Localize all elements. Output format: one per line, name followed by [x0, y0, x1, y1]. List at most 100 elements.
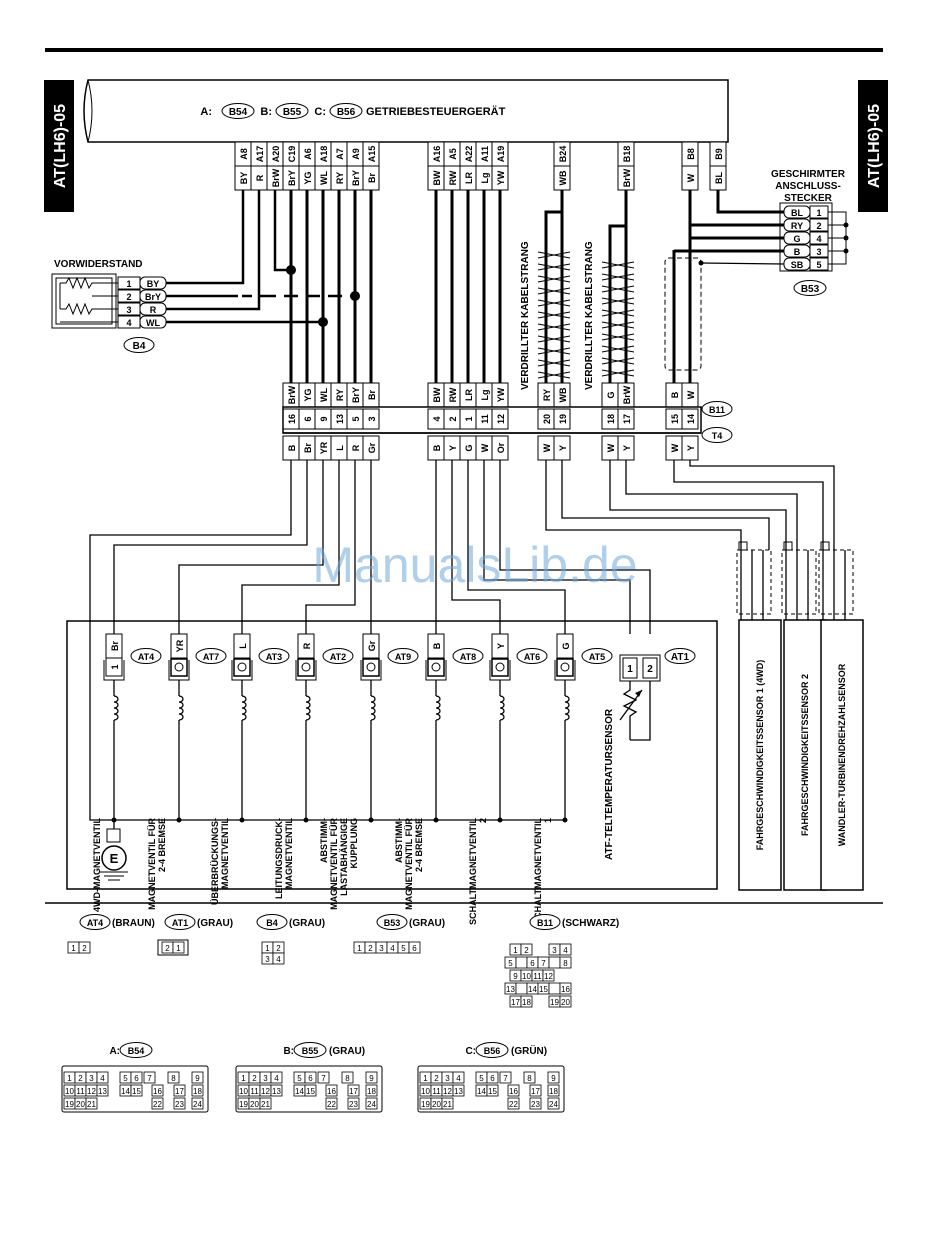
svg-text:B4: B4: [133, 341, 146, 352]
t4-wire-color: R: [351, 444, 361, 451]
t4-wire-cell: [362, 435, 380, 461]
wire: [625, 460, 798, 550]
twist-mark: [601, 333, 635, 341]
sensor-label: FAHRGESCHWINDIGKEITSSENSOR 1 (4WD): [755, 660, 765, 851]
pin-label: 2: [82, 944, 87, 953]
b53-wire-color: B: [794, 247, 801, 257]
wire: [241, 460, 340, 634]
ecu-face-desc: (GRÜN): [511, 1044, 547, 1057]
top-rule: [45, 48, 883, 52]
pin-label: 5: [479, 1074, 484, 1083]
pin-label: 14: [528, 985, 537, 994]
legend-desc: (GRAU): [289, 918, 325, 929]
ecu-face-prefix: C:: [465, 1046, 476, 1057]
pin-label: 19: [550, 998, 559, 1007]
b53-pin-number: 2: [816, 221, 821, 231]
pin-label: 3: [265, 955, 270, 964]
ecu-face-cell: [507, 1097, 520, 1110]
solenoid-tag-oval: [581, 648, 613, 664]
solenoid-plug-pin: [495, 662, 505, 672]
t4-wire-color: Gr: [367, 442, 377, 453]
atf-sensor: 1 2 AT1 ATF-TELTEMPERATURSENSOR: [604, 648, 696, 860]
pin-label: 22: [327, 1100, 336, 1109]
solenoid-plug-pin: [237, 662, 247, 672]
b11-connector-strip: BrW16YG6WL9RY13BrY5Br3BW4RW2LR1Lg11YW12R…: [282, 382, 733, 434]
ecu-face-cell: [486, 1084, 499, 1097]
splice-dot: [843, 235, 849, 241]
ground-symbol: E: [100, 828, 128, 881]
pin-label: 11: [533, 972, 542, 981]
solenoid-label: 4WD-MAGNETVENTIL: [92, 818, 102, 912]
pin-label: 14: [295, 1087, 304, 1096]
t4-wire-color: Br: [303, 443, 313, 453]
solenoid-tag-oval: [516, 648, 548, 664]
ecu-face-cell: [507, 1084, 520, 1097]
twist-mark: [537, 287, 571, 295]
sensor-shield: [818, 549, 854, 615]
solenoid-wire-color: Gr: [367, 640, 377, 651]
b11-face-cell: [559, 995, 572, 1008]
twist-mark: [601, 321, 635, 329]
pin-label: 22: [153, 1100, 162, 1109]
wire: [673, 460, 824, 550]
resistor-wire-color: BY: [147, 279, 160, 289]
resistor-pin-number: 2: [126, 292, 131, 302]
ecu-face-cell: [547, 1097, 560, 1110]
solenoid-wire-color: G: [561, 642, 571, 649]
pin-label: 21: [261, 1100, 270, 1109]
b11-pin-number: 5: [351, 416, 361, 421]
b11-face-cell: [520, 943, 533, 956]
pin-label: 16: [561, 985, 570, 994]
ecu-face-cell: [486, 1071, 499, 1084]
pin-label: 19: [421, 1100, 430, 1109]
pin-label: 15: [539, 985, 548, 994]
twist-mark: [537, 311, 571, 319]
b53-face-cell: [408, 941, 421, 954]
b11-pin-number: 2: [448, 416, 458, 421]
ecu-face-cell: [523, 1071, 536, 1084]
t4-tag: T4: [712, 431, 723, 441]
solenoid-wire-cell: [427, 633, 445, 659]
legend-desc: (SCHWARZ): [562, 918, 619, 929]
pin-label: 5: [297, 1074, 302, 1083]
connector-tag-oval: [119, 1042, 153, 1058]
twisted-harness-label-2: VERDRILLTER KABELSTRANG: [584, 241, 595, 390]
solenoid-wire-color: Br: [110, 641, 120, 651]
t4-wire-color: W: [606, 443, 616, 452]
pin-label: 15: [488, 1087, 497, 1096]
pin-label: 13: [506, 985, 515, 994]
solenoid-tag: AT4: [138, 652, 154, 662]
coil-icon: [370, 695, 376, 721]
sensor-drain-pin: [820, 541, 830, 551]
pin-label: 2: [368, 944, 373, 953]
ecu-pin-number: B9: [714, 148, 724, 160]
svg-text:B54: B54: [229, 107, 248, 118]
b53-pin-number: 1: [816, 208, 821, 218]
t4-tag-oval: [701, 427, 733, 443]
b11-pin-number: 18: [606, 414, 616, 424]
pin-label: 9: [551, 1074, 556, 1083]
sensor-drain-pin: [738, 541, 748, 551]
pin-label: 10: [239, 1087, 248, 1096]
pin-label: 1: [241, 1074, 246, 1083]
b11-tag-oval: [701, 401, 733, 417]
wire-harness: [89, 190, 849, 829]
twist-mark: [537, 359, 571, 367]
ecu-wire-color: WL: [319, 171, 329, 185]
pin-label: 22: [509, 1100, 518, 1109]
sensor-shield: [781, 549, 817, 615]
svg-text:GESCHIRMTER: GESCHIRMTER: [771, 169, 846, 180]
b53-pin-number: 5: [816, 260, 821, 270]
pin-label: 4: [563, 946, 568, 955]
b11-pin-number: 16: [287, 414, 297, 424]
b11-pin-cell: [681, 408, 699, 430]
wire: [451, 460, 501, 634]
resistor-block: VORWIDERSTAND B4: [51, 259, 155, 353]
pin-label: 4: [276, 955, 281, 964]
coil-icon: [564, 695, 570, 721]
pin-label: 2: [165, 944, 170, 953]
pin-label: 11: [76, 1087, 85, 1096]
